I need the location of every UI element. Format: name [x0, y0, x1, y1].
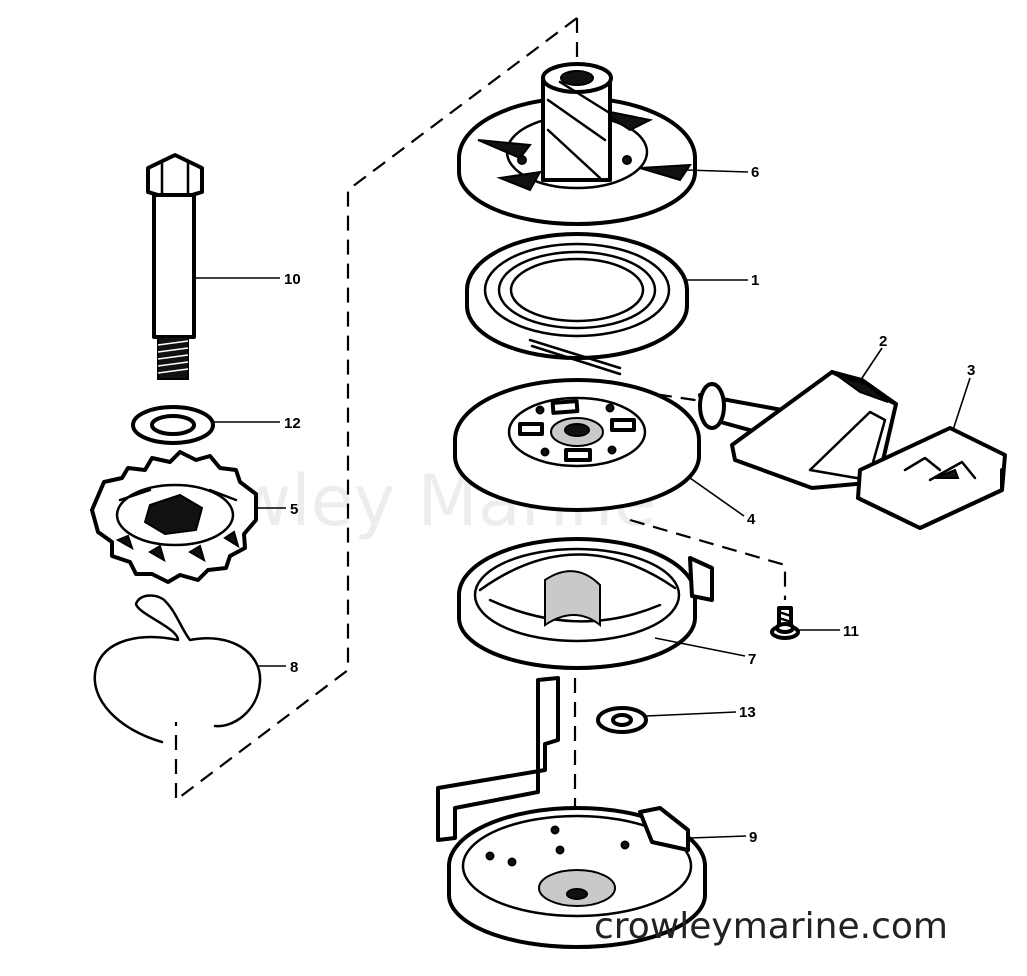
part-2-starter-handle [698, 370, 898, 490]
part-4-pulley [453, 378, 701, 512]
callout-5: 5 [290, 501, 298, 518]
callout-6: 6 [751, 164, 759, 181]
callout-3: 3 [967, 362, 975, 379]
callout-7: 7 [748, 651, 756, 668]
site-url: crowleymarine.com [594, 906, 948, 947]
callout-8: 8 [290, 659, 298, 676]
callout-1: 1 [751, 272, 759, 289]
part-3-handle-insert [856, 426, 1007, 530]
part-10-bolt [146, 153, 204, 380]
callout-12: 12 [284, 415, 301, 432]
callout-2: 2 [879, 333, 887, 350]
callout-13: 13 [739, 704, 756, 721]
part-6-rotor-housing [457, 62, 697, 226]
part-12-washer [131, 405, 215, 445]
part-8-retaining-clip [93, 594, 262, 744]
part-13-washer [596, 706, 648, 734]
callout-11: 11 [843, 623, 859, 640]
part-7-spring-housing [457, 537, 714, 670]
part-5-ratchet-gear [90, 450, 258, 584]
part-11-screw [770, 606, 800, 640]
part-9-base-cup [436, 676, 707, 949]
callout-10: 10 [284, 271, 301, 288]
callout-leaders [196, 169, 971, 839]
callout-labels: 6 1 2 3 4 7 11 13 9 10 12 5 8 [284, 164, 975, 846]
part-1-recoil-spring [465, 232, 689, 376]
callout-4: 4 [747, 511, 756, 528]
callout-9: 9 [749, 829, 757, 846]
